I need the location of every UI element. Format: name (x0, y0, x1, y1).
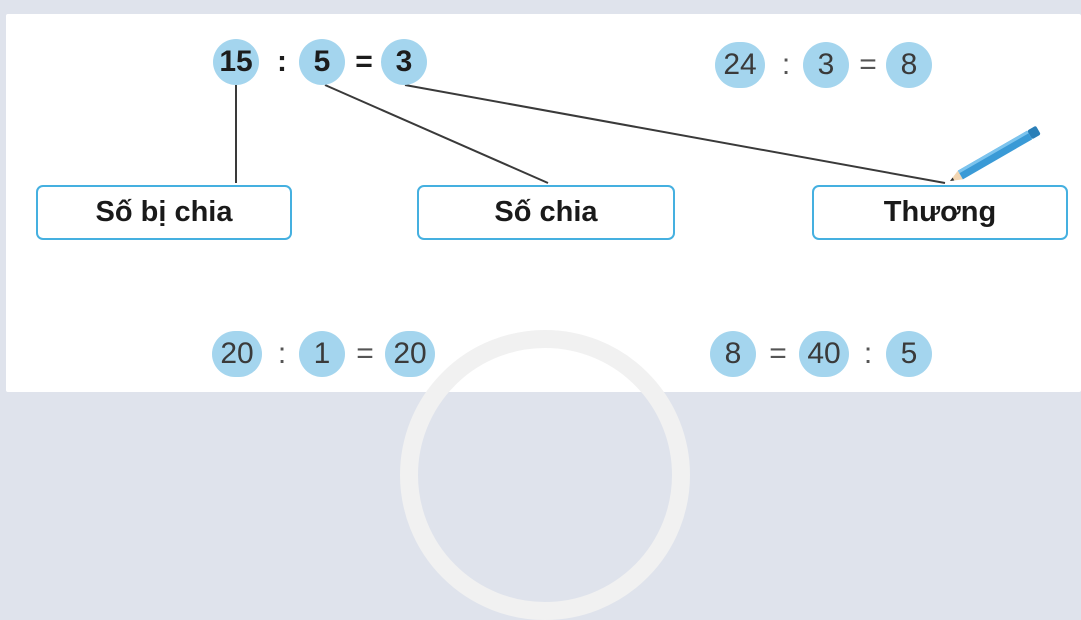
ex1-quotient-circle: 8 (886, 42, 932, 88)
ex3-dividend-circle: 40 (799, 331, 849, 377)
quotient-circle: 3 (381, 39, 427, 85)
dividend-circle: 15 (213, 39, 259, 85)
ex1-operator-2: = (859, 48, 877, 81)
ex1-operator-1: : (781, 48, 791, 81)
quotient-label-box: Thương (812, 185, 1068, 240)
ex3-operator-1: = (769, 337, 787, 370)
ex2-dividend-circle: 20 (212, 331, 262, 377)
ex2-quotient-circle: 20 (385, 331, 435, 377)
ex2-divisor-circle: 1 (299, 331, 345, 377)
ex3-operator-2: : (863, 337, 873, 370)
connector-lines (235, 84, 1041, 184)
pencil-icon (950, 126, 1041, 181)
quotient-connector-line (404, 84, 946, 184)
ex2-operator-1: : (277, 337, 287, 370)
divide-sign: : (277, 45, 287, 78)
ex3-quotient-circle: 8 (710, 331, 756, 377)
divisor-label-box: Số chia (417, 185, 675, 240)
ex3-divisor-circle: 5 (886, 331, 932, 377)
ex1-divisor-circle: 3 (803, 42, 849, 88)
ex2-operator-2: = (356, 337, 374, 370)
exercise-canvas: 15 : 5 = 3 Số bị chia Số chia Thương 24 … (6, 14, 1081, 620)
dividend-label-box: Số bị chia (36, 185, 292, 240)
equals-sign: = (355, 45, 373, 78)
divisor-circle: 5 (299, 39, 345, 85)
ex1-dividend-circle: 24 (715, 42, 765, 88)
divisor-connector-line (324, 84, 549, 184)
